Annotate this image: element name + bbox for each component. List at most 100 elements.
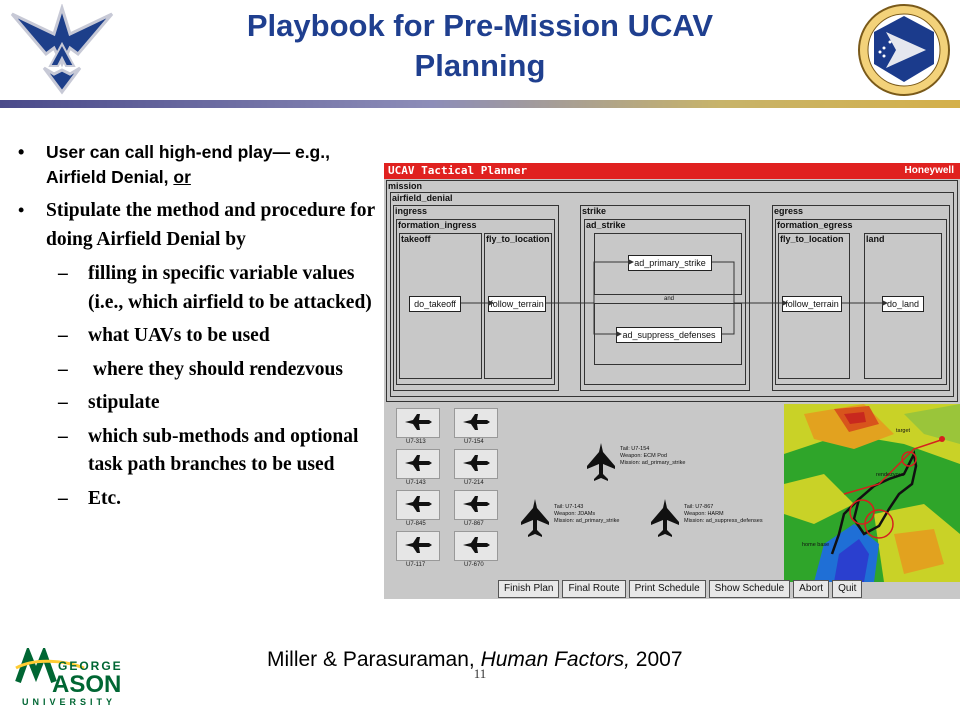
bullet-text-underlined: or [173, 167, 191, 187]
fly-to-location-label: fly_to_location [486, 234, 550, 244]
uav-label: U7-670 [464, 562, 484, 568]
jet-icon [405, 537, 432, 553]
airfield-denial-label: airfield_denial [392, 193, 453, 203]
assigned-jet-icon[interactable] [650, 498, 680, 538]
uav-label: U7-845 [406, 521, 426, 527]
fly-to-location-box[interactable] [778, 233, 850, 379]
bullet-text: Stipulate the method and procedure for d… [46, 200, 375, 250]
uav-label: U7-867 [464, 521, 484, 527]
follow-terrain-node[interactable]: follow_terrain [488, 296, 546, 312]
bullet-dot-icon: • [18, 200, 25, 220]
svg-text:UNIVERSITY: UNIVERSITY [22, 697, 116, 707]
planner-title: UCAV Tactical Planner [388, 164, 528, 177]
honeywell-logo: Honeywell [904, 165, 954, 176]
sub-bullet-text: Etc. [88, 487, 122, 509]
ucav-planner-window: UCAV Tactical Planner Honeywell mission … [384, 163, 960, 599]
afrl-seal [856, 2, 952, 98]
takeoff-label: takeoff [401, 234, 431, 244]
and-label: and [664, 296, 675, 302]
mission-label: mission [388, 181, 423, 191]
jet-icon [405, 414, 432, 430]
strike-label: strike [582, 206, 607, 216]
mission-box[interactable] [386, 180, 958, 402]
george-mason-logo: GEORGE ASON UNIVERSITY [14, 645, 124, 708]
jet-icon [463, 537, 490, 553]
terrain-map[interactable]: target rendezvous home base [784, 404, 960, 582]
uav-button[interactable] [396, 490, 440, 520]
fly-to-location-box[interactable] [484, 233, 552, 379]
formation-egress-label: formation_egress [777, 220, 853, 230]
jet-icon [405, 496, 432, 512]
land-box[interactable] [864, 233, 942, 379]
formation-ingress-box[interactable] [396, 219, 555, 385]
uav-label: U7-117 [406, 562, 426, 568]
slide-title-line-2: Planning [414, 48, 546, 83]
map-label-home: home base [802, 542, 830, 548]
citation-authors: Miller & Parasuraman, [267, 648, 481, 671]
jet-icon [463, 455, 490, 471]
asset-panel: U7-313 U7-154 U7-143 U7-214 U7-845 U7-86… [384, 404, 960, 599]
bullet-item: • User can call high-end play— e.g., Air… [14, 140, 379, 190]
map-label-target: target [896, 428, 911, 434]
do-takeoff-node[interactable]: do_takeoff [409, 296, 461, 312]
dash-icon: – [58, 425, 68, 447]
land-label: land [866, 234, 885, 244]
sub-bullet-item: – where they should rendezvous [14, 356, 379, 385]
uav-button[interactable] [454, 531, 498, 561]
sub-bullet-item: –which sub-methods and optional task pat… [14, 423, 379, 480]
sub-bullet-text: stipulate [88, 392, 160, 413]
show-schedule-button[interactable]: Show Schedule [708, 580, 791, 598]
sub-bullet-text: filling in specific variable values (i.e… [88, 263, 372, 313]
dash-icon: – [58, 358, 68, 380]
strike-box[interactable] [580, 205, 750, 391]
flow-connectors [461, 259, 888, 337]
sub-bullet-item: –what UAVs to be used [14, 322, 379, 351]
final-route-button[interactable]: Final Route [562, 580, 626, 598]
dash-icon: – [58, 263, 68, 284]
fly-to-location-label: fly_to_location [780, 234, 844, 244]
assigned-jet-icon[interactable] [586, 442, 616, 482]
print-schedule-button[interactable]: Print Schedule [628, 580, 706, 598]
uav-label: U7-154 [464, 439, 484, 445]
bullet-dot-icon: • [18, 142, 25, 162]
uav-label: U7-313 [406, 439, 426, 445]
finish-plan-button[interactable]: Finish Plan [498, 580, 560, 598]
formation-egress-box[interactable] [775, 219, 947, 385]
egress-label: egress [774, 206, 804, 216]
planner-title-bar: UCAV Tactical Planner Honeywell [384, 163, 960, 179]
ad-strike-box[interactable] [584, 219, 746, 385]
takeoff-box[interactable] [399, 233, 482, 379]
svg-text:ASON: ASON [52, 671, 121, 698]
quit-button[interactable]: Quit [832, 580, 863, 598]
jet-icon [463, 496, 490, 512]
sub-bullet-item: –stipulate [14, 389, 379, 418]
uav-button[interactable] [454, 408, 498, 438]
bullet-item: • Stipulate the method and procedure for… [14, 196, 379, 254]
formation-ingress-label: formation_ingress [398, 220, 477, 230]
bullet-text: User can call high-end play— e.g., Airfi… [46, 142, 330, 187]
sub-bullet-item: –filling in specific variable values (i.… [14, 260, 379, 317]
abort-button[interactable]: Abort [793, 580, 830, 598]
sub-bullet-text: what UAVs to be used [88, 325, 270, 346]
dash-icon: – [58, 325, 68, 346]
uav-button[interactable] [396, 408, 440, 438]
uav-button[interactable] [396, 449, 440, 479]
sub-bullet-text: which sub-methods and optional task path… [88, 425, 359, 476]
uav-label: U7-143 [406, 480, 426, 486]
planner-toolbar: Finish Plan Final Route Print Schedule S… [498, 580, 863, 598]
citation-journal: Human Factors, [480, 648, 630, 671]
bullet-list: • User can call high-end play— e.g., Air… [14, 140, 379, 518]
uav-button[interactable] [454, 490, 498, 520]
uav-button[interactable] [454, 449, 498, 479]
uav-button[interactable] [396, 531, 440, 561]
egress-box[interactable] [772, 205, 950, 391]
dash-icon: – [58, 487, 68, 509]
assigned-jet-icon[interactable] [520, 498, 550, 538]
sub-bullet-text: where they should rendezvous [88, 358, 343, 380]
map-label-rendezvous: rendezvous [876, 472, 905, 478]
air-force-logo [8, 2, 116, 96]
ingress-box[interactable] [393, 205, 559, 391]
airfield-denial-box[interactable] [390, 192, 954, 397]
